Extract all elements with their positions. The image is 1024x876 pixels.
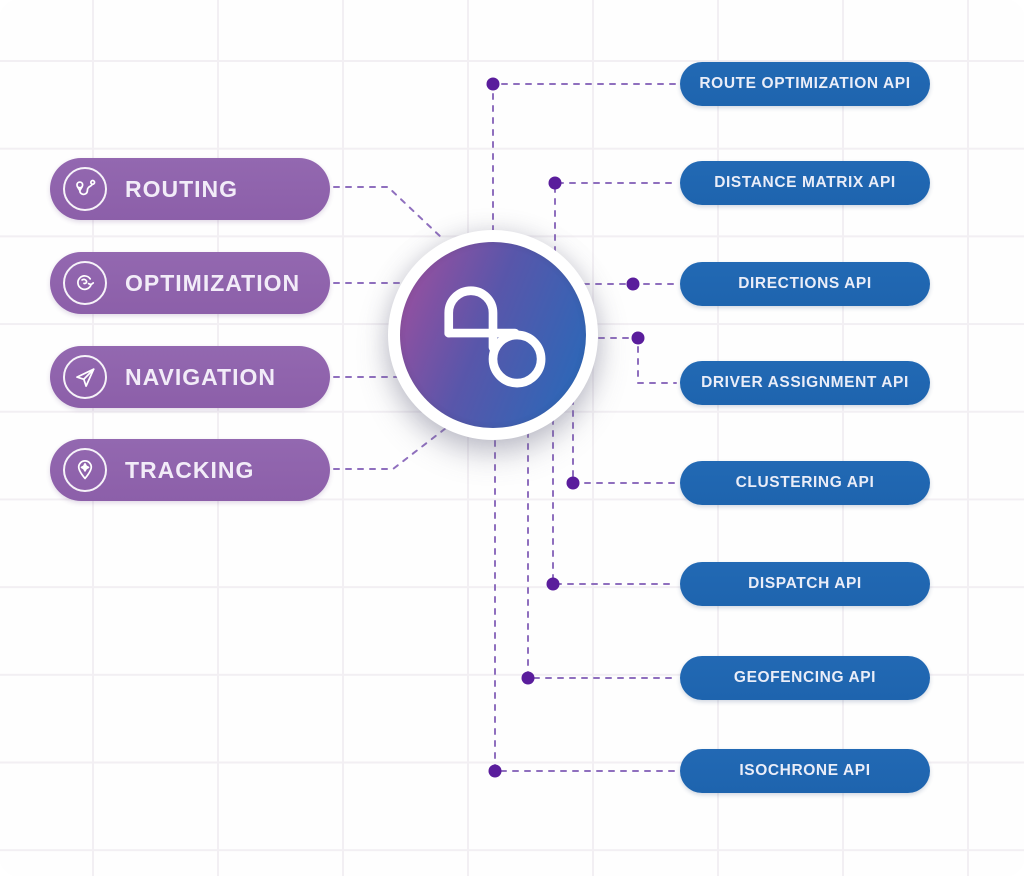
connector-routing — [333, 186, 444, 240]
connector-dot-distance-matrix-api — [548, 176, 562, 190]
api-pill-route-optimization-api: ROUTE OPTIMIZATION API — [680, 62, 930, 106]
api-pill-isochrone-api: ISOCHRONE API — [680, 749, 930, 793]
feature-pill-navigation: NAVIGATION — [50, 346, 330, 408]
api-pill-clustering-api: CLUSTERING API — [680, 461, 930, 505]
api-pill-driver-assignment-api: DRIVER ASSIGNMENT API — [680, 361, 930, 405]
feature-pill-tracking: TRACKING — [50, 439, 330, 501]
feature-pill-label: TRACKING — [125, 456, 255, 483]
api-pill-directions-api: DIRECTIONS API — [680, 262, 930, 306]
pin-compass-icon — [63, 448, 107, 492]
api-pill-dispatch-api: DISPATCH API — [680, 562, 930, 606]
api-pill-label: DISTANCE MATRIX API — [714, 174, 896, 191]
connector-dispatch-api — [552, 418, 677, 585]
hub-gradient-circle — [400, 242, 586, 428]
api-pill-label: DISPATCH API — [748, 575, 862, 592]
connector-driver-assignment-api — [598, 337, 677, 384]
api-pill-label: CLUSTERING API — [735, 474, 875, 491]
api-pill-label: DRIVER ASSIGNMENT API — [701, 374, 909, 391]
connector-dot-clustering-api — [566, 476, 580, 490]
connector-geofencing-api — [527, 431, 677, 679]
connector-dot-driver-assignment-api — [631, 331, 645, 345]
nextbillion-logo-icon — [444, 286, 546, 388]
connector-distance-matrix-api — [554, 182, 677, 253]
feature-pill-label: NAVIGATION — [125, 363, 276, 390]
connector-dot-route-optimization-api — [486, 77, 500, 91]
connector-dot-dispatch-api — [546, 577, 560, 591]
route-icon — [63, 167, 107, 211]
connector-clustering-api — [572, 398, 677, 484]
paper-plane-icon — [63, 355, 107, 399]
connector-dot-directions-api — [626, 277, 640, 291]
feature-pill-routing: ROUTING — [50, 158, 330, 220]
api-pill-label: ROUTE OPTIMIZATION API — [699, 75, 911, 92]
connector-dot-geofencing-api — [521, 671, 535, 685]
api-pill-label: GEOFENCING API — [733, 669, 877, 686]
api-pill-geofencing-api: GEOFENCING API — [680, 656, 930, 700]
globe-arrow-icon — [63, 261, 107, 305]
api-pill-label: DIRECTIONS API — [738, 275, 872, 292]
connector-dot-isochrone-api — [488, 764, 502, 778]
connector-isochrone-api — [494, 440, 677, 772]
hub-node — [388, 230, 598, 440]
api-pill-label: ISOCHRONE API — [739, 762, 871, 779]
api-pill-distance-matrix-api: DISTANCE MATRIX API — [680, 161, 930, 205]
feature-pill-label: OPTIMIZATION — [125, 269, 301, 296]
connector-route-optimization-api — [492, 83, 677, 232]
connector-tracking — [333, 427, 447, 470]
feature-pill-optimization: OPTIMIZATION — [50, 252, 330, 314]
feature-pill-label: ROUTING — [125, 175, 239, 202]
